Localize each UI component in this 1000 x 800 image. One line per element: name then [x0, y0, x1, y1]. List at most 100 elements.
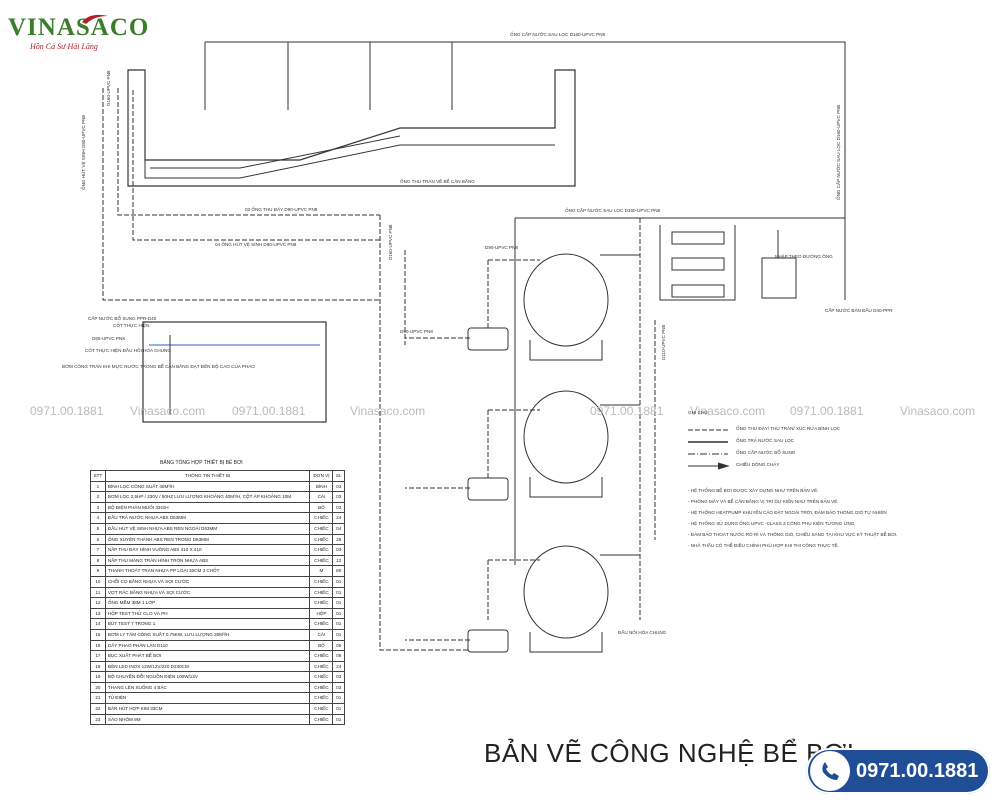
d110-label: D110-UPVC PN8	[661, 324, 666, 360]
bom-cell: THANG LÊN XUỐNG 4 BẬC	[104, 681, 311, 694]
bom-cell: 21	[90, 692, 106, 705]
legend-item: ỐNG CẤP NƯỚC BỔ SUNG	[736, 450, 796, 455]
bom-cell: 11	[90, 586, 106, 599]
bom-cell: CHIẾC	[309, 544, 334, 556]
phone-button[interactable]: 0971.00.1881	[806, 748, 990, 794]
bom-cell: BỘ	[309, 639, 334, 652]
bom-cell: THANH THOÁT TRÀN NHỰA PP LOẠI 30CM 3 CHỐ…	[104, 565, 311, 577]
bom-cell: 03	[332, 501, 345, 514]
logo-text: VINASACO	[8, 14, 150, 41]
bom-cell: ĐẦU TRẢ NƯỚC NHỰA ABS D63MM	[104, 512, 311, 524]
logo-tagline: Hồn Cá Sư Hải Lăng	[30, 42, 98, 51]
bom-cell: 04	[332, 522, 345, 535]
bom-cell: CHIẾC	[309, 681, 334, 694]
bom-cell: 8	[90, 554, 106, 567]
bom-cell: 22	[90, 703, 106, 715]
bom-cell: CHIẾC	[309, 713, 334, 726]
bom-cell: 01	[332, 597, 345, 609]
legend-title: GHI CHÚ:	[688, 410, 709, 415]
bom-cell: 01	[332, 692, 345, 705]
bom-cell: CÁI	[309, 628, 334, 641]
watermark: 0971.00.1881	[30, 404, 104, 418]
mid-d160-label: D160-UPVC PN8	[388, 224, 393, 260]
bom-cell: 3	[90, 501, 106, 514]
bom-cell: 01	[332, 628, 345, 641]
bom-cell: CHIẾC	[309, 575, 334, 588]
bom-cell: CHIẾC	[309, 671, 334, 683]
watermark: 0971.00.1881	[790, 404, 864, 418]
left-suction-label: ỐNG HÚT VỆ SINH D80-UPVC PN8	[79, 115, 86, 190]
bottom-drain-label: 03 ỐNG THU ĐÁY D90-UPVC PN8	[245, 206, 318, 212]
extra-water-label: CẤP NƯỚC BỔ SUNG PPR-D40	[88, 315, 157, 321]
bom-cell: BƠM LỌC 2,5HP / 230V / 50HZ LƯU LƯỢNG KH…	[104, 491, 311, 503]
bom-cell: HỘP TEST THỬ CLO VÀ PH	[104, 607, 311, 620]
chem-label: NHẬP THEO ĐƯỜNG ÔNG	[775, 253, 833, 259]
watermark: Vinasaco.com	[350, 404, 426, 418]
bom-note-label: BƠM CÔNG TRÀN KHI MỰC NƯỚC TRONG BỂ CÂN …	[62, 362, 255, 369]
bom-cell: 16	[90, 639, 106, 652]
bom-cell: 01	[332, 607, 345, 620]
bom-cell: 03	[332, 681, 345, 694]
chem2-label: CẤP NƯỚC BÁN ĐẦU D40-PPR	[825, 307, 893, 313]
bom-header: STT	[90, 470, 106, 482]
legend-item: ỐNG TRẢ NƯỚC SAU LỌC	[736, 438, 795, 443]
phone-number: 0971.00.1881	[856, 759, 979, 782]
bom-cell: 1	[90, 480, 106, 493]
bom-cell: CHIẾC	[309, 618, 334, 630]
bom-cell: 01	[332, 586, 345, 599]
bom-cell: 15	[90, 628, 106, 641]
bom-cell: 2	[90, 491, 106, 503]
bom-cell: CHIẾC	[309, 586, 334, 599]
bom-header: SL	[332, 470, 345, 482]
bom-cell: CHIẾC	[309, 512, 334, 524]
d90-label: D90-UPVC PN8	[400, 329, 433, 334]
left-pipe-label: D160-UPVC PN8	[106, 70, 111, 106]
bom-cell: CHIẾC	[309, 597, 334, 609]
filter-supply-label: ỐNG CẤP NƯỚC SAU LỌC D160-UPVC PN8	[565, 207, 661, 213]
bom-cell: BÌNH LỌC CÔNG SUẤT 40M³/H	[104, 480, 311, 493]
legend-note: - HỆ THỐNG HEATPUMP KHUYẾN CÁO ĐẶT NGOÀI…	[688, 510, 887, 515]
bom-cell: M	[309, 565, 334, 577]
bom-cell: 01	[332, 575, 345, 588]
bom-cell: CÁI	[309, 491, 334, 503]
bom-cell: CHIẾC	[309, 554, 334, 567]
bom-cell: BƠM LY TÂM CÔNG SUẤT 0.75KW, LƯU LƯỢNG 3…	[104, 628, 311, 641]
bom-cell: 23	[90, 713, 106, 726]
suction-04-label: 04 ỐNG HÚT VỆ SINH D90-UPVC PN8	[215, 240, 297, 247]
bom-cell: VỢT RÁC BẰNG NHỰA VÀ SỢI CƯỚC	[104, 586, 311, 599]
watermark: Vinasaco.com	[690, 404, 766, 418]
legend-note: - PHÒNG MÁY VÀ BỂ CÂN BẰNG VỊ TRÍ DỰ KIẾ…	[688, 499, 839, 504]
bom-cell: BỘ CHUYỂN ĐỔI NGUỒN ĐIỆN 100W/12V	[104, 671, 311, 683]
bom-cell: 05	[332, 639, 345, 652]
watermark: Vinasaco.com	[900, 404, 976, 418]
legend-notes: - HỆ THỐNG BỂ BƠI ĐƯỢC XÂY DỰNG NHƯ TRÊN…	[688, 485, 897, 551]
bom-cell: BỘ ĐIỆN PHÂN MUỐI 33G/H	[104, 501, 311, 514]
bom-cell: BÚT TEST 7 TRONG 1	[104, 618, 311, 630]
bom-cell: CHIẾC	[309, 533, 334, 546]
overflow-label: ỐNG THU TRÀN VỀ BỂ CÂN BẰNG	[400, 177, 475, 184]
bom-cell: 17	[90, 650, 106, 662]
legend-item: CHIỀU DÒNG CHẢY	[736, 462, 780, 467]
drain-end-label: ĐẦU NỐI HÓA CHUNG	[618, 629, 667, 635]
wash-out-label: CỐT THỰC HIỆN ĐẦU HỒI HÓA CHUNG	[85, 346, 171, 353]
bom-cell: 06	[332, 650, 345, 662]
bom-cell: 03	[332, 491, 345, 503]
bom-cell: 5	[90, 522, 106, 535]
bom-header: ĐƠN VỊ	[309, 470, 334, 482]
bom-cell: CHỔI CỌ BẰNG NHỰA VÀ SỢI CƯỚC	[104, 575, 311, 588]
